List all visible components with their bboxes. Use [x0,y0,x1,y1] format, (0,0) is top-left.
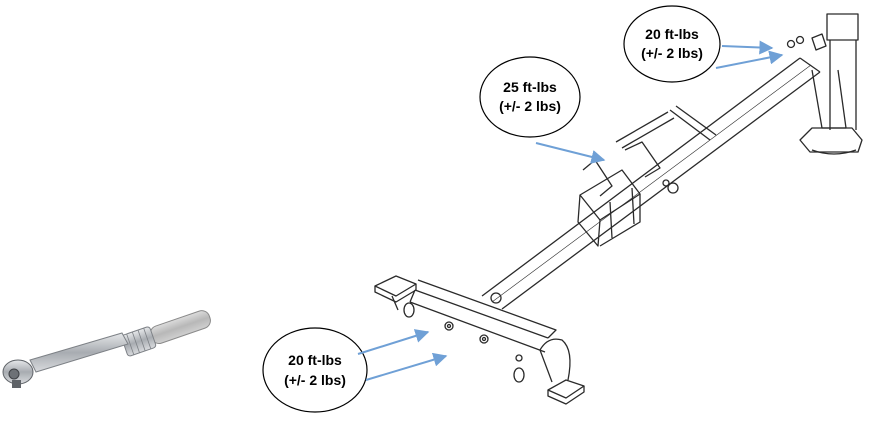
tolerance-value: (+/- 2 lbs) [499,98,561,114]
callout-bubble [262,327,368,413]
callout-bottom-left: 20 ft-lbs (+/- 2 lbs) [262,327,368,413]
callout-bubble [479,56,581,138]
torque-wrench-image [2,310,211,388]
callout-arrows [357,40,784,381]
machine-frame-drawing [374,13,863,405]
arrow-middle [535,142,606,164]
arrow-top-right-1 [721,40,774,55]
torque-value: 25 ft-lbs [503,79,557,95]
arrow-top-right-2 [715,50,784,69]
arrow-bottom-left-2 [365,352,448,381]
tolerance-value: (+/- 2 lbs) [284,372,346,388]
callout-bubble [623,5,721,83]
arrow-bottom-left-1 [357,329,430,355]
callout-top-right: 20 ft-lbs (+/- 2 lbs) [623,5,721,83]
tolerance-value: (+/- 2 lbs) [641,45,703,61]
torque-value: 20 ft-lbs [288,352,342,368]
callout-middle: 25 ft-lbs (+/- 2 lbs) [479,56,581,138]
torque-value: 20 ft-lbs [645,26,699,42]
